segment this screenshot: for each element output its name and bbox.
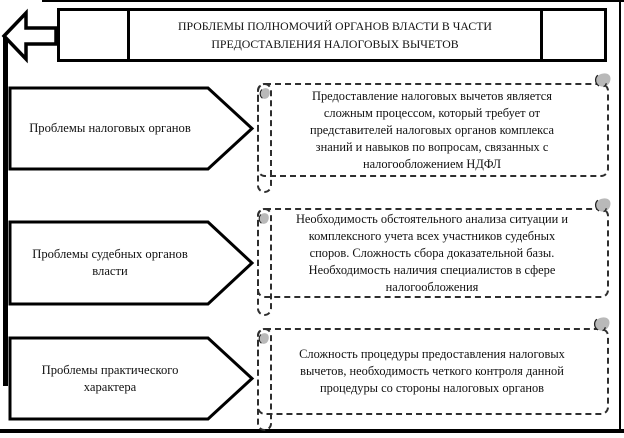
process-arrow-2	[8, 220, 255, 306]
description-1-line: знаний и навыков по вопросам, связанных …	[315, 139, 549, 154]
header-title: ПРОБЛЕМЫ ПОЛНОМОЧИЙ ОРГАНОВ ВЛАСТИ В ЧАС…	[130, 11, 540, 59]
description-box-1: Предоставление налоговых вычетов являетс…	[257, 83, 609, 177]
header-bar: ПРОБЛЕМЫ ПОЛНОМОЧИЙ ОРГАНОВ ВЛАСТИ В ЧАС…	[57, 8, 607, 62]
header-cell-left	[60, 11, 130, 59]
connector-line	[3, 36, 8, 386]
arrow-label-3: Проблемы практического характера	[14, 336, 206, 421]
description-2-line: налогообложения	[385, 279, 479, 294]
description-box-3: Сложность процедуры предоставления налог…	[257, 328, 609, 415]
header-cell-right	[540, 11, 604, 59]
arrow-label-2-line1: Проблемы судебных органов	[32, 247, 188, 261]
capsule-outline-3	[257, 328, 272, 431]
description-box-2: Необходимость обстоятельного анализа сит…	[257, 208, 609, 298]
capsule-outline-2	[257, 208, 272, 316]
description-3-line: процедуры со стороны налоговых органов	[320, 381, 544, 395]
arrow-label-2-line2: власти	[92, 264, 128, 278]
arrow-label-1: Проблемы налоговых органов	[14, 86, 206, 171]
description-2-line: Необходимость наличия специалистов в сфе…	[308, 262, 556, 277]
arrow-label-3-line2: характера	[83, 379, 137, 394]
header-title-line1: ПРОБЛЕМЫ ПОЛНОМОЧИЙ ОРГАНОВ ВЛАСТИ В ЧАС…	[178, 19, 492, 33]
arrow-label-2: Проблемы судебных органов власти	[14, 220, 206, 306]
page-bottom-border	[0, 429, 624, 433]
page-right-border	[619, 0, 621, 433]
description-2-line: Необходимость обстоятельного анализа сит…	[295, 211, 569, 226]
page-top-border	[42, 0, 624, 2]
header-title-line2: ПРЕДОСТАВЛЕНИЯ НАЛОГОВЫХ ВЫЧЕТОВ	[211, 37, 459, 51]
process-arrow-1	[8, 86, 255, 171]
arrow-label-1-line1: Проблемы налоговых органов	[29, 121, 191, 135]
description-3-line: вычетов, необходимость четкого контроля …	[300, 364, 564, 378]
description-3-line: Сложность процедуры предоставления налог…	[299, 347, 565, 361]
description-2-line: споров. Сложность сбора доказательной ба…	[309, 245, 555, 260]
description-2-line: комплексного учета всех участников судеб…	[308, 228, 556, 243]
arrow-label-3-line1: Проблемы практического	[41, 362, 179, 377]
description-1-line: представителей налоговых органов комплек…	[309, 122, 554, 137]
left-block-arrow-icon	[1, 8, 58, 64]
description-1-line: налогообложением НДФЛ	[362, 156, 502, 171]
process-arrow-3	[8, 336, 255, 421]
description-1-line: сложным процессом, который требует от	[323, 105, 541, 120]
capsule-outline-1	[257, 83, 272, 193]
description-1-line: Предоставление налоговых вычетов являетс…	[312, 88, 552, 103]
